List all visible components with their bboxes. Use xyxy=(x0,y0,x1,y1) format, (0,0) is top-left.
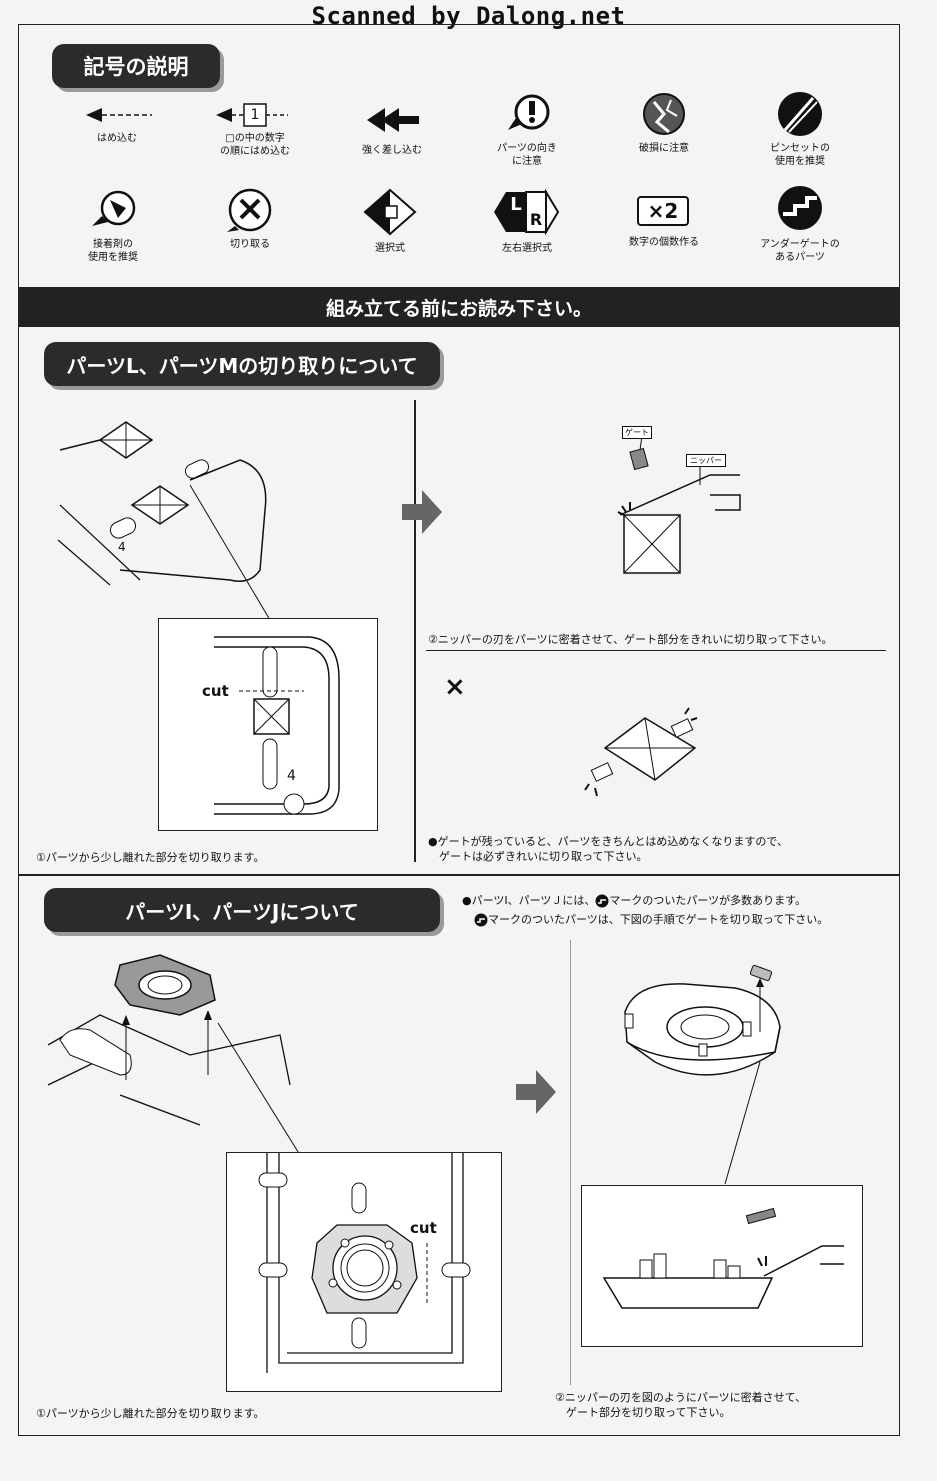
times2-icon: ×2 xyxy=(637,196,689,226)
section-divider xyxy=(19,874,899,876)
select-icon xyxy=(363,188,417,236)
note1-tail: マークのついたパーツが多数あります。 xyxy=(609,894,807,907)
legend-label: 切り取る xyxy=(230,239,270,250)
nipper-gate-drawing xyxy=(617,435,741,574)
cut-label-lm: cut xyxy=(202,682,229,700)
legend-symbol-lr-choice: L R 左右選択式 xyxy=(472,186,582,266)
zoom-runner-drawing xyxy=(214,636,340,815)
legend-symbol-press-in: はめ込む xyxy=(62,100,172,160)
legend-symbol-glue: 接着剤の 使用を推奨 xyxy=(58,186,168,266)
nipper-label: ニッパー xyxy=(686,454,726,467)
glue-icon xyxy=(92,190,136,226)
part-number-small: 4 xyxy=(118,540,126,554)
zoom-box-ij xyxy=(226,1152,502,1392)
caption-underline xyxy=(426,650,886,651)
next-step-arrow-icon xyxy=(402,490,442,534)
caption-step2-ij: ②ニッパーの刃を図のようにパーツに密着させて、 ゲート部分を切り取って下さい。 xyxy=(555,1391,807,1419)
note-cut-procedure: マークのついたパーツは、下図の手順でゲートを切り取って下さい。 xyxy=(474,912,828,927)
legend-label: 左右選択式 xyxy=(502,243,552,254)
lr-letter-l: L xyxy=(510,194,522,215)
zoom-ring-runner xyxy=(258,1153,471,1373)
legend-symbol-undergate: アンダーゲートの あるパーツ xyxy=(745,184,855,274)
runner-illustration-ij xyxy=(47,954,301,1156)
note2-text: マークのついたパーツは、下図の手順でゲートを切り取って下さい。 xyxy=(488,913,829,926)
legend-symbol-numbered: 1 □の中の数字 の順にはめ込む xyxy=(200,100,310,160)
section2-title: パーツI、パーツJについて xyxy=(44,888,440,932)
undergate-icon xyxy=(778,186,822,230)
legend-symbol-choice: 選択式 xyxy=(335,186,445,266)
legend-symbol-orientation: パーツの向き に注意 xyxy=(472,92,582,172)
undergate-mark-icon xyxy=(474,913,488,926)
legend-label: ピンセットの 使用を推奨 xyxy=(770,143,830,167)
legend-title: 記号の説明 xyxy=(52,44,220,88)
read-before-assembly-banner: 組み立てる前にお読み下さい。 xyxy=(19,287,899,327)
legend-label: 接着剤の 使用を推奨 xyxy=(88,239,138,263)
arrow-number-icon xyxy=(216,103,288,127)
caption-step1-lm: ①パーツから少し離れた部分を切り取ります。 xyxy=(36,851,265,864)
legend-label: 選択式 xyxy=(375,243,405,254)
wrong-gate-drawing xyxy=(584,707,698,797)
legend-label: □の中の数字 の順にはめ込む xyxy=(220,133,290,157)
section2-divider xyxy=(570,940,571,1385)
caption-step2-lm: ②ニッパーの刃をパーツに密着させて、ゲート部分をきれいに切り取って下さい。 xyxy=(428,633,833,646)
section1-divider xyxy=(414,400,416,862)
arrow-dashed-icon xyxy=(86,108,152,122)
lr-letter-r: R xyxy=(529,210,543,229)
legend-label: アンダーゲートの あるパーツ xyxy=(760,239,840,263)
exclamation-icon xyxy=(508,94,550,130)
note1-lead: ●パーツI、パーツＪには、 xyxy=(462,894,596,907)
runner-illustration-lm xyxy=(57,421,271,621)
legend-label: 強く差し込む xyxy=(362,145,422,156)
double-arrow-icon xyxy=(367,108,419,132)
scan-watermark: Scanned by Dalong.net xyxy=(311,2,626,30)
broken-icon xyxy=(643,93,685,135)
cutter-icon xyxy=(227,188,272,232)
part-i-drawing xyxy=(624,964,781,1185)
legend-symbol-make-count: ×2 数字の個数作る xyxy=(609,196,719,266)
gate-label: ゲート xyxy=(622,426,652,439)
legend-symbol-cut: 切り取る xyxy=(195,186,305,266)
tweezers-icon xyxy=(778,92,822,136)
undergate-mark-icon xyxy=(595,894,609,907)
legend-symbol-tweezers: ピンセットの 使用を推奨 xyxy=(745,90,855,170)
caption-step1-ij: ①パーツから少し離れた部分を切り取ります。 xyxy=(36,1407,265,1420)
cut-label-ij: cut xyxy=(410,1219,437,1237)
undergate-cut-drawing xyxy=(602,1207,844,1309)
zoom-box-undergate xyxy=(581,1185,863,1347)
note-many-undergate: ●パーツI、パーツＪには、 マークのついたパーツが多数あります。 xyxy=(462,893,806,908)
legend-label: はめ込む xyxy=(97,133,137,144)
legend-label: パーツの向き に注意 xyxy=(497,143,557,167)
legend-symbol-push-hard: 強く差し込む xyxy=(337,100,447,160)
zoom-box-lm xyxy=(158,618,378,831)
legend-label: 破損に注意 xyxy=(639,143,689,154)
next-step-arrow-icon xyxy=(516,1070,556,1114)
caption-gate-warning: ●ゲートが残っていると、パーツをきちんとはめ込めなくなりますので、 ゲートは必ず… xyxy=(428,835,788,863)
legend-number: 1 xyxy=(250,107,260,123)
lr-select-icon xyxy=(494,188,560,236)
legend-label: 数字の個数作る xyxy=(629,237,699,248)
part-number-zoom: 4 xyxy=(287,768,296,784)
wrong-x-mark: × xyxy=(444,672,466,702)
page-frame xyxy=(18,24,900,1436)
section1-title: パーツL、パーツMの切り取りについて xyxy=(44,342,440,386)
legend-symbol-breakage: 破損に注意 xyxy=(609,92,719,162)
